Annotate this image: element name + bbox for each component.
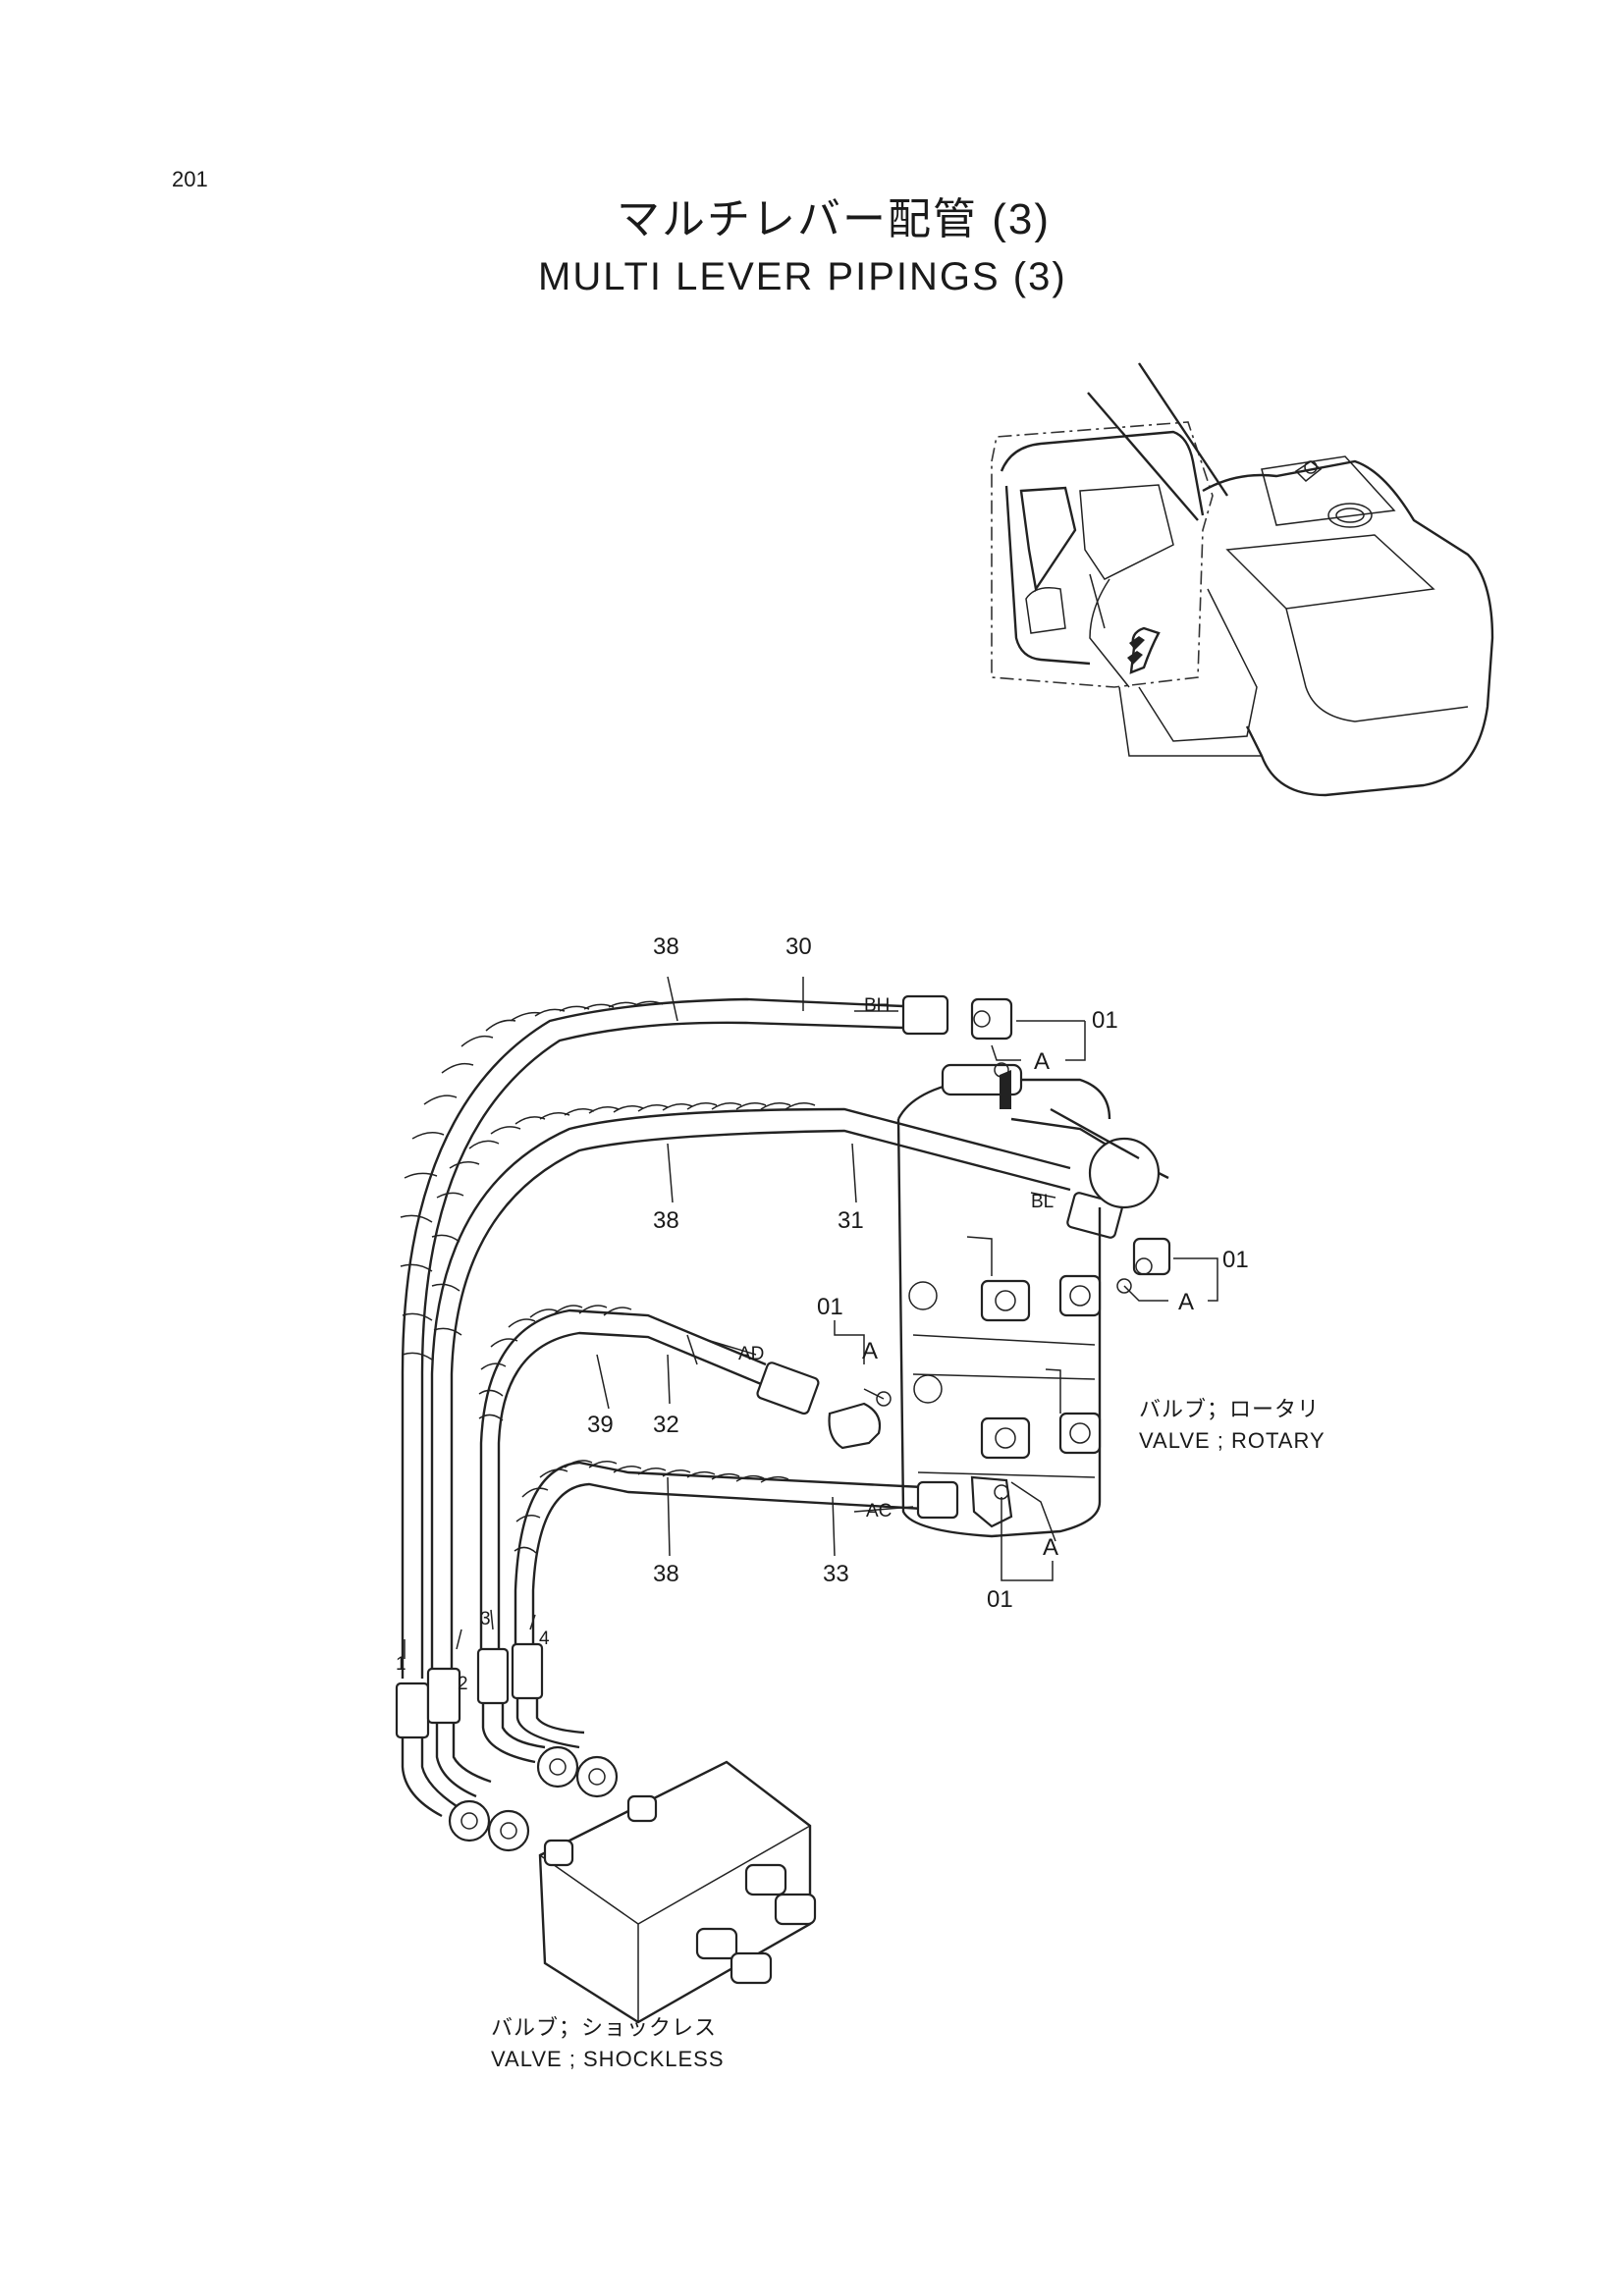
- port-label-ad: AD: [738, 1344, 765, 1364]
- title-english: MULTI LEVER PIPINGS (3): [538, 255, 1067, 298]
- callout-01-elbow-bh: 01: [1092, 1007, 1118, 1034]
- callout-32-hose: 32: [653, 1412, 679, 1438]
- caption-rotary-valve-en: VALVE ; ROTARY: [1139, 1428, 1325, 1453]
- title-japanese: マルチレバー配管 (3): [617, 195, 1051, 243]
- leader-lines: [404, 976, 1218, 1659]
- port-label-bh: BH: [864, 995, 891, 1016]
- view-marker-a-3: A: [862, 1338, 879, 1364]
- caption-shockless-valve-ja: バルブ；ショックレス: [491, 2015, 718, 2040]
- excavator-overview-illustration: [991, 362, 1494, 797]
- callout-30-hose: 30: [785, 934, 812, 960]
- spring-guard-coils: [400, 1000, 816, 1554]
- callout-01-elbow-ac: 01: [987, 1586, 1013, 1613]
- caption-rotary-valve-ja: バルブ；ロータリ: [1139, 1397, 1321, 1421]
- caption-shockless-valve-en: VALVE ; SHOCKLESS: [491, 2047, 725, 2071]
- callout-38-hose-guard-upper: 38: [653, 934, 679, 960]
- port-label-ac: AC: [866, 1501, 893, 1522]
- callout-38-hose-guard-lower: 38: [653, 1561, 679, 1587]
- port-label-bl: BL: [1031, 1192, 1055, 1212]
- hose-assembly: [395, 994, 1171, 1852]
- page-number: 201: [172, 167, 208, 191]
- view-marker-a-4: A: [1043, 1534, 1059, 1561]
- callout-38-hose-guard-middle: 38: [653, 1207, 679, 1234]
- hose-end-nuts: [448, 1745, 619, 1852]
- view-marker-a-1: A: [1034, 1048, 1051, 1075]
- pipe-number-1: 1: [396, 1654, 406, 1675]
- rotary-valve-illustration: [896, 1063, 1169, 1538]
- pipe-number-3: 3: [480, 1609, 491, 1629]
- callout-33-hose: 33: [823, 1561, 849, 1587]
- callout-31-hose: 31: [838, 1207, 864, 1234]
- shockless-valve-illustration: [538, 1760, 817, 2024]
- callout-01-elbow-ad: 01: [817, 1294, 843, 1320]
- callout-01-elbow-bl: 01: [1222, 1247, 1249, 1273]
- view-marker-a-2: A: [1178, 1289, 1195, 1315]
- pipe-number-2: 2: [458, 1674, 468, 1694]
- callout-39-hose-guard: 39: [587, 1412, 614, 1438]
- pipe-number-4: 4: [539, 1629, 550, 1649]
